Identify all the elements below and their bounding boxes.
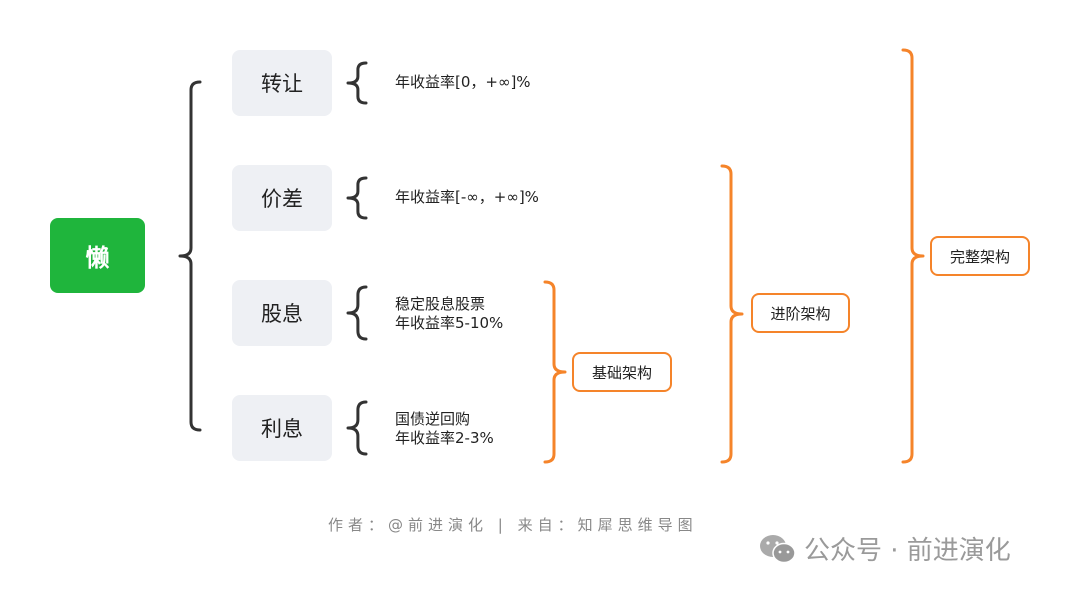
group-advanced[interactable]: 进阶架构 <box>751 293 850 333</box>
interest-desc: 国债逆回购年收益率2-3% <box>395 410 494 447</box>
node-dividend[interactable]: 股息 <box>232 280 332 346</box>
group-basic[interactable]: 基础架构 <box>572 352 672 392</box>
group-complete[interactable]: 完整架构 <box>930 236 1030 276</box>
transfer-desc: 年收益率[0，+∞]% <box>395 73 531 91</box>
advanced-brace <box>720 164 744 464</box>
dividend-brace <box>346 285 368 341</box>
interest-brace <box>346 400 368 456</box>
node-interest[interactable]: 利息 <box>232 395 332 461</box>
transfer-brace <box>346 61 368 105</box>
wechat-icon <box>760 534 796 563</box>
complete-brace <box>901 48 925 464</box>
watermark: 公众号 · 前进演化 <box>758 530 1011 567</box>
node-spread[interactable]: 价差 <box>232 165 332 231</box>
spread-desc: 年收益率[-∞，+∞]% <box>395 188 539 206</box>
spread-brace <box>346 176 368 220</box>
root-node[interactable]: 懒 <box>50 218 145 293</box>
dividend-desc: 稳定股息股票年收益率5-10% <box>395 295 504 332</box>
node-transfer[interactable]: 转让 <box>232 50 332 116</box>
basic-brace <box>543 280 567 464</box>
root-brace <box>178 80 202 432</box>
footer-credit: 作者：@前进演化 | 来自：知犀思维导图 <box>328 516 698 534</box>
watermark-text: 公众号 · 前进演化 <box>804 536 1011 566</box>
